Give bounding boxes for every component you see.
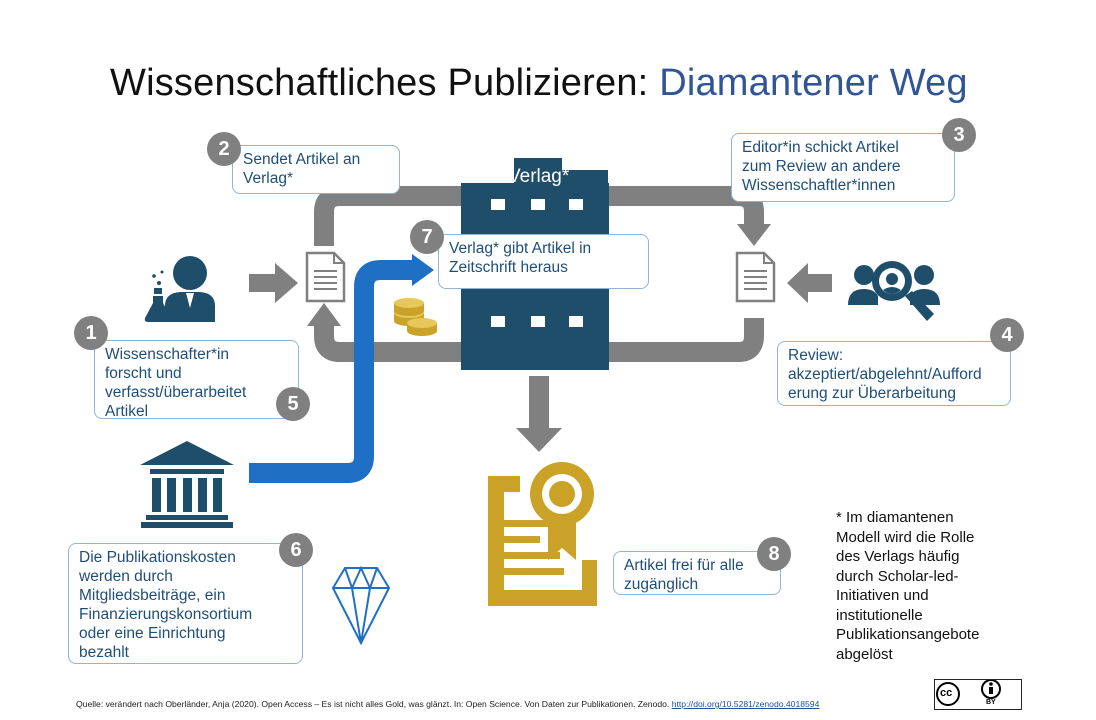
arrow-reviewers-to-doc <box>787 263 832 303</box>
license-by-text: BY <box>986 699 996 706</box>
arrow-researcher-to-doc <box>249 263 298 303</box>
step-number-2: 2 <box>207 132 241 166</box>
step-text-3: Editor*in schickt Artikel zum Review an … <box>742 139 901 194</box>
title-accent: Diamantener Weg <box>659 62 968 104</box>
flow-arrowhead-to-author-doc <box>307 303 341 326</box>
publisher-label: Verlag* <box>508 166 570 187</box>
step-text-2: Sendet Artikel an Verlag* <box>243 151 361 187</box>
step-box-1: Wissenschafter*in forscht und verfasst/ü… <box>94 340 299 420</box>
step-number-4: 4 <box>990 318 1024 352</box>
step-text-4: Review: akzeptiert/abgelehnt/Aufford eru… <box>788 347 982 402</box>
step-box-6: Die Publikationskosten werden durch Mitg… <box>68 543 303 664</box>
step-number-5: 5 <box>276 387 310 421</box>
title-main: Wissenschaftliches Publizieren: <box>110 62 660 104</box>
flow-arrowhead-to-review-doc <box>737 224 771 246</box>
source-text: Quelle: verändert nach Oberländer, Anja … <box>76 699 672 709</box>
step-text-8: Artikel frei für alle zugänglich <box>624 557 744 593</box>
license-badge[interactable]: cc BY <box>934 679 1022 710</box>
document-icon-review <box>735 251 776 303</box>
flow-arrow-open-access <box>516 376 562 452</box>
step-text-6: Die Publikationskosten werden durch Mitg… <box>79 549 253 661</box>
step-box-4: Review: akzeptiert/abgelehnt/Aufford eru… <box>777 341 1011 406</box>
step-number-8: 8 <box>757 537 791 571</box>
step-number-3: 3 <box>942 118 976 152</box>
step-box-8: Artikel frei für alle zugänglich <box>613 551 781 595</box>
source-doi-link[interactable]: http://doi.org/10.5281/zenodo.4018594 <box>671 699 820 709</box>
flow-arrowhead-funding <box>412 254 434 286</box>
coins-icon <box>394 298 437 336</box>
step-number-1: 1 <box>74 316 108 350</box>
document-icon-author <box>305 251 346 303</box>
page-title: Wissenschaftliches Publizieren: Diamante… <box>110 62 968 105</box>
step-box-3: Editor*in schickt Artikel zum Review an … <box>731 133 955 202</box>
flow-arrow-funding <box>249 260 414 483</box>
footnote-publisher: * Im diamantenen Modell wird die Rolle d… <box>836 509 980 663</box>
reviewers-icon <box>848 261 940 321</box>
license-icons <box>936 679 1001 706</box>
researcher-icon <box>144 256 215 322</box>
license-cc-text: cc <box>940 687 953 699</box>
step-text-7: Verlag* gibt Artikel in Zeitschrift hera… <box>449 240 592 276</box>
certificate-icon <box>488 462 597 606</box>
diamond-icon <box>331 565 391 646</box>
institution-icon <box>140 441 234 528</box>
step-text-1: Wissenschafter*in forscht und verfasst/ü… <box>105 346 247 420</box>
step-box-7: Verlag* gibt Artikel in Zeitschrift hera… <box>438 234 649 289</box>
source-citation: Quelle: verändert nach Oberländer, Anja … <box>76 699 819 709</box>
step-box-2: Sendet Artikel an Verlag* <box>232 145 400 194</box>
step-number-6: 6 <box>279 533 313 567</box>
step-number-7: 7 <box>410 220 444 254</box>
